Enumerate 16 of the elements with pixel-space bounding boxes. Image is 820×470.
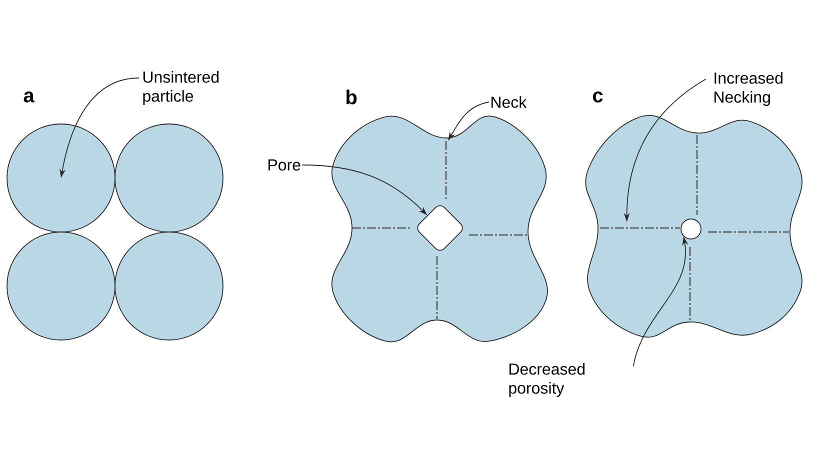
particle-circle (114, 124, 224, 232)
panel-letter: c (592, 92, 603, 102)
pore (680, 218, 702, 240)
sintered-particles-shape (331, 116, 548, 342)
annotation-text: Decreased porosity (509, 363, 585, 397)
panel-letter: a (24, 92, 34, 102)
sintered-particles-shape (585, 114, 802, 338)
annotation-text: Unsintered particle (143, 71, 219, 105)
particle-circle (6, 124, 116, 232)
particle-circle (6, 232, 116, 340)
particle-circle (114, 232, 224, 340)
annotation-text: Increased Necking (714, 72, 782, 106)
pore (417, 205, 463, 251)
annotation-text: Neck (492, 96, 527, 108)
annotation-text: Pore (268, 159, 300, 171)
panel-letter: b (346, 90, 357, 104)
